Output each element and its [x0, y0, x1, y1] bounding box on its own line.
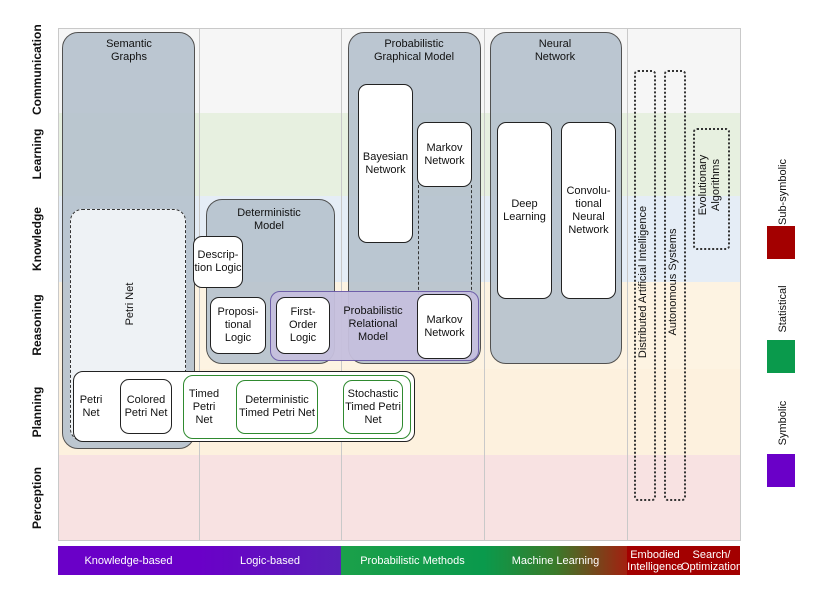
petri-net-vertical-label: Petri Net	[124, 282, 136, 326]
legend-swatch-statistical	[767, 340, 795, 373]
node-markov-network-bottom: Markov Network	[417, 294, 472, 359]
col-divider	[341, 28, 342, 540]
node-description-logic: Descrip-tion Logic	[193, 236, 243, 288]
region-distributed-ai	[634, 70, 656, 501]
region-autonomous-systems	[664, 70, 686, 501]
category-search-optimization: Search/ Optimization	[681, 546, 742, 575]
label-distributed-ai: Distributed Artificial Intelligence	[637, 205, 649, 359]
node-stochastic-timed-petri-net: Stochastic Timed Petri Net	[343, 380, 403, 434]
category-logic-based: Logic-based	[199, 546, 341, 575]
group-title-deterministic-model: Deterministic Model	[237, 207, 301, 232]
node-deterministic-timed-petri-net: Deterministic Timed Petri Net	[236, 380, 318, 434]
node-convolutional-neural-network: Convolu-tional Neural Network	[561, 122, 616, 299]
label-evolutionary-algorithms: Evolutionary Algorithms	[697, 135, 723, 235]
category-knowledge-based: Knowledge-based	[58, 546, 199, 575]
node-markov-network-top: Markov Network	[417, 122, 472, 187]
group-title-semantic-graphs: Semantic Graphs	[106, 38, 152, 63]
markov-dashed-link	[418, 185, 472, 295]
row-label-knowledge: Knowledge	[30, 207, 44, 272]
label-autonomous-systems: Autonomous Systems	[667, 228, 679, 336]
node-first-order-logic: First-Order Logic	[276, 297, 330, 354]
region-evolutionary-algorithms	[693, 128, 730, 250]
group-title-neural-network: Neural Network	[534, 38, 576, 63]
category-embodied-intelligence: Embodied Intelligence	[627, 546, 683, 575]
node-timed-petri-net: Timed Petri Net	[188, 388, 220, 426]
legend-label-sub-symbolic: Sub-symbolic	[777, 158, 789, 226]
row-label-communication: Communication	[30, 24, 44, 115]
row-label-reasoning: Reasoning	[30, 294, 44, 356]
row-label-learning: Learning	[30, 128, 44, 180]
col-divider	[627, 28, 628, 540]
row-label-planning: Planning	[30, 386, 44, 438]
legend-swatch-symbolic	[767, 454, 795, 487]
node-petri-net: Petri Net	[79, 394, 103, 419]
legend-swatch-sub-symbolic	[767, 226, 795, 259]
row-label-perception: Perception	[30, 467, 44, 530]
group-title-pgm: Probabilistic Graphical Model	[373, 38, 455, 63]
prm-label: Probabilistic Relational Model	[343, 305, 403, 343]
row-band-perception	[58, 455, 740, 540]
category-probabilistic-methods: Probabilistic Methods	[341, 546, 484, 575]
category-machine-learning: Machine Learning	[484, 546, 627, 575]
node-propositional-logic: Proposi-tional Logic	[210, 297, 266, 354]
node-deep-learning: Deep Learning	[497, 122, 552, 299]
grid-frame	[58, 28, 741, 541]
col-divider	[484, 28, 485, 540]
legend-label-statistical: Statistical	[777, 285, 789, 333]
node-colored-petri-net: Colored Petri Net	[120, 379, 172, 434]
label-evolutionary-algorithms-text: Evolutionary Algorithms	[697, 154, 722, 216]
legend-label-symbolic: Symbolic	[777, 400, 789, 446]
node-bayesian-network: Bayesian Network	[358, 84, 413, 243]
